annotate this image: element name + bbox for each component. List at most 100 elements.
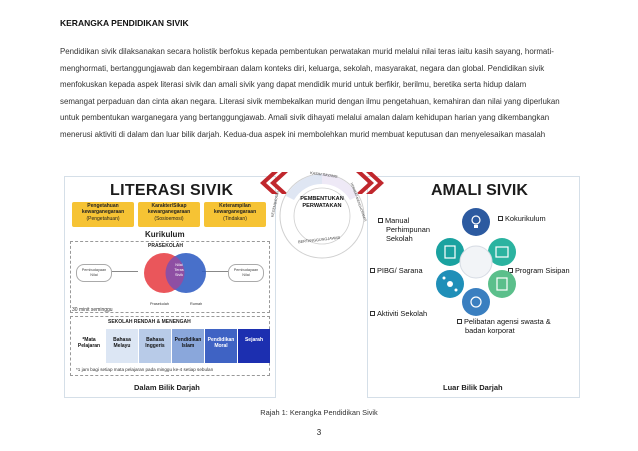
figure-caption: Rajah 1: Kerangka Pendidikan Sivik — [260, 408, 378, 417]
box-line: (Tindakan) — [223, 215, 247, 222]
sikap-box: Karakter/Sikap kewarganegaraan (Sosioemo… — [138, 202, 200, 227]
chevron-left-icon — [260, 172, 288, 194]
paragraph-line: menghormati, bertanggungjawab dan kegemb… — [60, 63, 545, 73]
lightbulb-icon — [462, 208, 490, 236]
prasekolah-circle-label: Prasekolah — [150, 302, 169, 306]
box-line: kewarganegaraan — [81, 209, 125, 216]
box-line: Keterampilan — [219, 203, 251, 209]
network-icon — [436, 270, 464, 298]
civic-framework-figure: LITERASI SIVIK AMALI SIVIK Pengetahuan k… — [64, 171, 580, 398]
amali-item-kokurikulum: Kokurikulum — [498, 214, 546, 223]
subject-line: Islam — [181, 343, 195, 349]
arrow-line — [202, 271, 228, 272]
paragraph-line: menerusi aktiviti di dalam dan luar bili… — [60, 129, 546, 139]
dalam-bilik-darjah-label: Dalam Bilik Darjah — [134, 383, 200, 392]
item-text: Aktiviti Sekolah — [377, 309, 428, 318]
tag-line: Nilai — [242, 272, 250, 277]
item-text: Pelibatan agensi swasta & — [464, 317, 551, 326]
checkbox-icon — [457, 319, 462, 324]
amali-item-pibg: PIBG/ Sarana — [370, 266, 423, 275]
target-icon — [462, 288, 490, 316]
page-number: 3 — [316, 428, 322, 437]
keterampilan-box: Keterampilan kewarganegaraan (Tindakan) — [204, 202, 266, 227]
amali-icon-cluster — [436, 208, 516, 316]
subject-line: Pelajaran — [77, 343, 101, 349]
subject-line: Inggeris — [145, 343, 165, 349]
subject-line: Pendidikan — [174, 337, 202, 343]
sekolah-title: SEKOLAH RENDAH & MENENGAH — [108, 319, 191, 325]
venn-label-line: Nilai — [175, 263, 183, 267]
amali-item-program: Program Sisipan — [508, 266, 570, 275]
subject-line: Pendidikan — [207, 337, 235, 343]
item-text: PIBG/ Sarana — [377, 266, 423, 275]
box-line: kewarganegaraan — [147, 209, 191, 216]
section-heading: KERANGKA PENDIDIKAN SIVIK — [60, 18, 189, 28]
box-line: (Pengetahuan) — [86, 215, 120, 222]
venn-diagram — [144, 253, 206, 293]
checkbox-icon — [370, 268, 375, 273]
pembudayaan-tag-left: Pembudayaan Nilai — [76, 264, 112, 282]
subject-box: Sejarah — [238, 329, 270, 363]
paragraph-line: menfokuskan kepada aspek literasi sivik … — [60, 80, 527, 90]
center-line: PEMBENTUKAN — [300, 196, 344, 202]
subject-line: Bahasa — [146, 337, 164, 343]
venn-label-line: Sivik — [174, 273, 184, 277]
pembentukan-label: PEMBENTUKAN PERWATAKAN — [296, 196, 348, 210]
box-line: (Sosioemosi) — [154, 215, 184, 222]
calendar-icon — [488, 238, 516, 266]
box-line: Karakter/Sikap — [151, 203, 187, 209]
subject-footnote: *1 jam bagi setiap mata pelajaran pada m… — [76, 367, 214, 372]
document-icon — [436, 238, 464, 266]
tag-line: Pembudayaan — [233, 268, 259, 272]
arrow-line — [112, 271, 138, 272]
item-text: Program Sisipan — [515, 266, 570, 275]
checkbox-icon — [370, 311, 375, 316]
tag-line: Pembudayaan — [81, 268, 107, 272]
venn-label-line: Teras — [174, 268, 184, 272]
rumah-circle-label: Rumah — [190, 302, 203, 306]
item-text: Manual — [385, 216, 410, 225]
subject-line: Moral — [214, 343, 228, 349]
clipboard-icon — [488, 270, 516, 298]
paragraph-line: untuk pembentukan warganegara yang berta… — [60, 113, 550, 123]
nilai-teras-label: Nilai Teras Sivik — [173, 263, 185, 278]
subject-line: *Mata — [82, 337, 96, 343]
tag-line: Nilai — [90, 272, 98, 277]
paragraph-line: semangat perpaduan dan cinta akan negara… — [60, 96, 560, 106]
chevron-right-icon — [356, 172, 384, 194]
subject-line: Sejarah — [244, 337, 264, 343]
luar-bilik-darjah-label: Luar Bilik Darjah — [443, 383, 503, 392]
pengetahuan-box: Pengetahuan kewarganegaraan (Pengetahuan… — [72, 202, 134, 227]
subject-line: Bahasa — [113, 337, 131, 343]
minutes-note: 30 minit seminggu — [72, 307, 113, 313]
literasi-title: LITERASI SIVIK — [110, 182, 234, 199]
item-text: Kokurikulum — [505, 214, 546, 223]
amali-item-aktiviti: Aktiviti Sekolah — [370, 309, 427, 318]
center-line: PERWATAKAN — [302, 203, 342, 209]
checkbox-icon — [508, 268, 513, 273]
checkbox-icon — [378, 218, 383, 223]
pembentukan-ring — [279, 173, 365, 259]
paragraph-line: Pendidikan sivik dilaksanakan secara hol… — [60, 47, 554, 56]
item-text: badan korporat — [465, 326, 515, 335]
box-line: kewarganegaraan — [213, 209, 257, 216]
body-paragraph: Pendidikan sivik dilaksanakan secara hol… — [60, 44, 588, 144]
checkbox-icon — [498, 216, 503, 221]
pembudayaan-tag-right: Pembudayaan Nilai — [228, 264, 264, 282]
item-text: Sekolah — [386, 234, 413, 243]
prasekolah-box — [70, 241, 270, 313]
amali-item-pelibatan: Pelibatan agensi swasta & badan korporat — [457, 317, 551, 335]
subject-line: Melayu — [113, 343, 131, 349]
venn-overlap — [165, 256, 185, 290]
box-line: Pengetahuan — [87, 203, 119, 209]
amali-item-manual: Manual Perhimpunan Sekolah — [378, 216, 430, 243]
amali-title: AMALI SIVIK — [431, 182, 528, 199]
kurikulum-label: Kurikulum — [145, 230, 185, 239]
prasekolah-title: PRASEKOLAH — [148, 243, 184, 249]
item-text: Perhimpunan — [386, 225, 430, 234]
